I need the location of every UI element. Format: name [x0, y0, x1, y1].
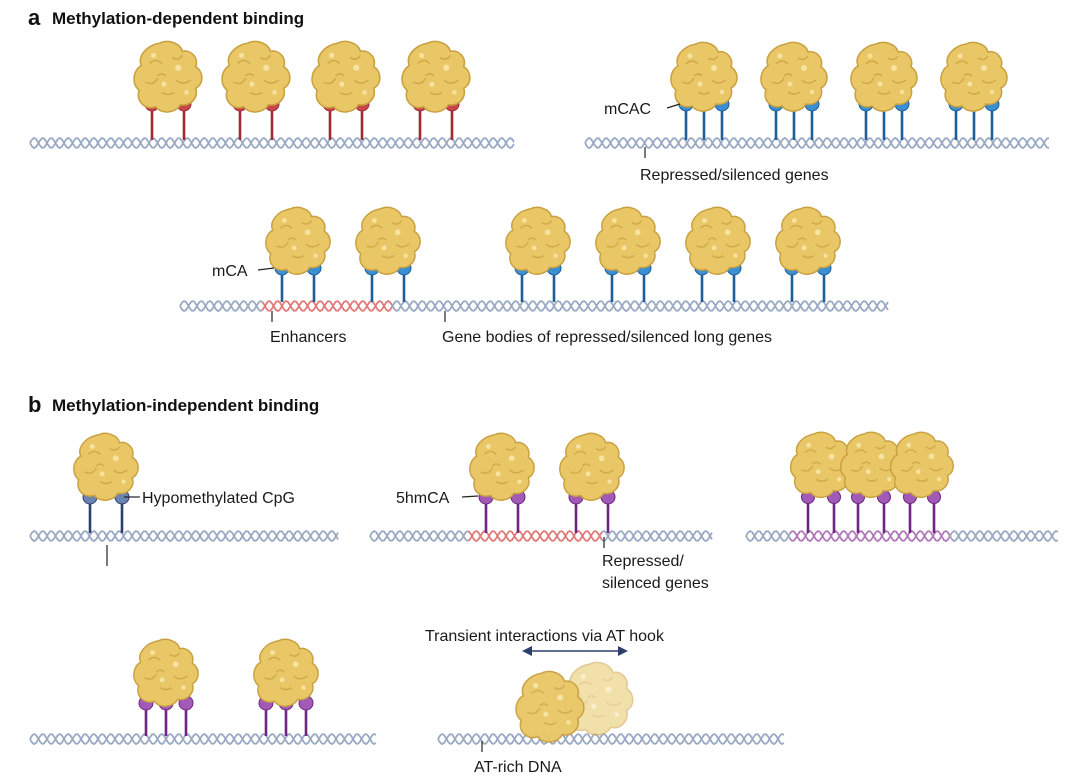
- mecp2-protein-icon: [850, 41, 918, 112]
- dna-helix-icon: [179, 299, 889, 313]
- methyl-mark-icon: [851, 490, 865, 533]
- methyl-mark-icon: [801, 490, 815, 533]
- mecp2-protein-icon: [73, 432, 139, 501]
- mecp2-protein-icon: [133, 638, 199, 707]
- panel-b-title: Methylation-independent binding: [52, 396, 319, 415]
- label-repressed-line1: Repressed/: [602, 553, 684, 570]
- mecp2-protein-icon: [265, 206, 331, 275]
- label-gene-bodies: Gene bodies of repressed/silenced long g…: [442, 329, 772, 346]
- mecp2-protein-icon: [469, 432, 535, 501]
- mecp2-protein-icon: [221, 40, 291, 113]
- panel-b-letter: b: [28, 392, 41, 417]
- methyl-mark-icon: [903, 490, 917, 533]
- dna-helix-icon: [437, 732, 785, 746]
- dna-helix-icon: [29, 732, 377, 746]
- label-hypomethylated-cpg: Hypomethylated CpG: [142, 490, 295, 507]
- label-repressed-genes: Repressed/silenced genes: [640, 167, 829, 184]
- panel-a-letter: a: [28, 5, 41, 30]
- mecp2-protein-icon: [760, 41, 828, 112]
- mecp2-protein-icon: [401, 40, 471, 113]
- mecp2-protein-icon: [889, 431, 955, 499]
- methyl-mark-icon: [510, 489, 526, 533]
- dna-helix-icon: [584, 136, 1050, 150]
- label-5hmca: 5hmCA: [396, 490, 450, 507]
- mecp2-protein-icon: [253, 638, 319, 707]
- label-at-rich-dna: AT-rich DNA: [474, 759, 562, 776]
- label-enhancers: Enhancers: [270, 329, 347, 346]
- methyl-mark-icon: [927, 490, 941, 533]
- double-arrow-icon: [522, 646, 628, 656]
- mecp2-protein-icon: [311, 40, 381, 113]
- mecp2-protein-icon: [940, 41, 1008, 112]
- methyl-mark-icon: [298, 695, 314, 736]
- methyl-mark-icon: [600, 489, 616, 533]
- mecp2-protein-icon: [595, 206, 661, 275]
- mecp2-protein-icon: [685, 206, 751, 275]
- leader-5hmca: [461, 495, 479, 498]
- leader-mcac: [666, 103, 681, 109]
- mecp2-protein-icon: [559, 432, 625, 501]
- label-transient-interactions: Transient interactions via AT hook: [425, 628, 665, 645]
- dna-helix-icon: [29, 529, 339, 543]
- label-repressed-line2: silenced genes: [602, 575, 709, 592]
- dna-layer: [29, 136, 1059, 746]
- mecp2-protein-icon: [133, 40, 203, 113]
- panel-a-title: Methylation-dependent binding: [52, 9, 304, 28]
- label-mcac: mCAC: [604, 101, 651, 118]
- leader-mca: [257, 267, 275, 271]
- mecp2-protein-icon: [775, 206, 841, 275]
- mecp2-protein-icon: [670, 41, 738, 112]
- methyl-mark-icon: [827, 490, 841, 533]
- label-mca: mCA: [212, 263, 248, 280]
- dna-helix-icon: [745, 529, 1059, 543]
- mecp2-protein-icon: [505, 206, 571, 275]
- dna-helix-icon: [369, 529, 713, 543]
- methyl-mark-icon: [877, 490, 891, 533]
- mecp2-protein-icon: [355, 206, 421, 275]
- methyl-mark-icon: [178, 695, 194, 736]
